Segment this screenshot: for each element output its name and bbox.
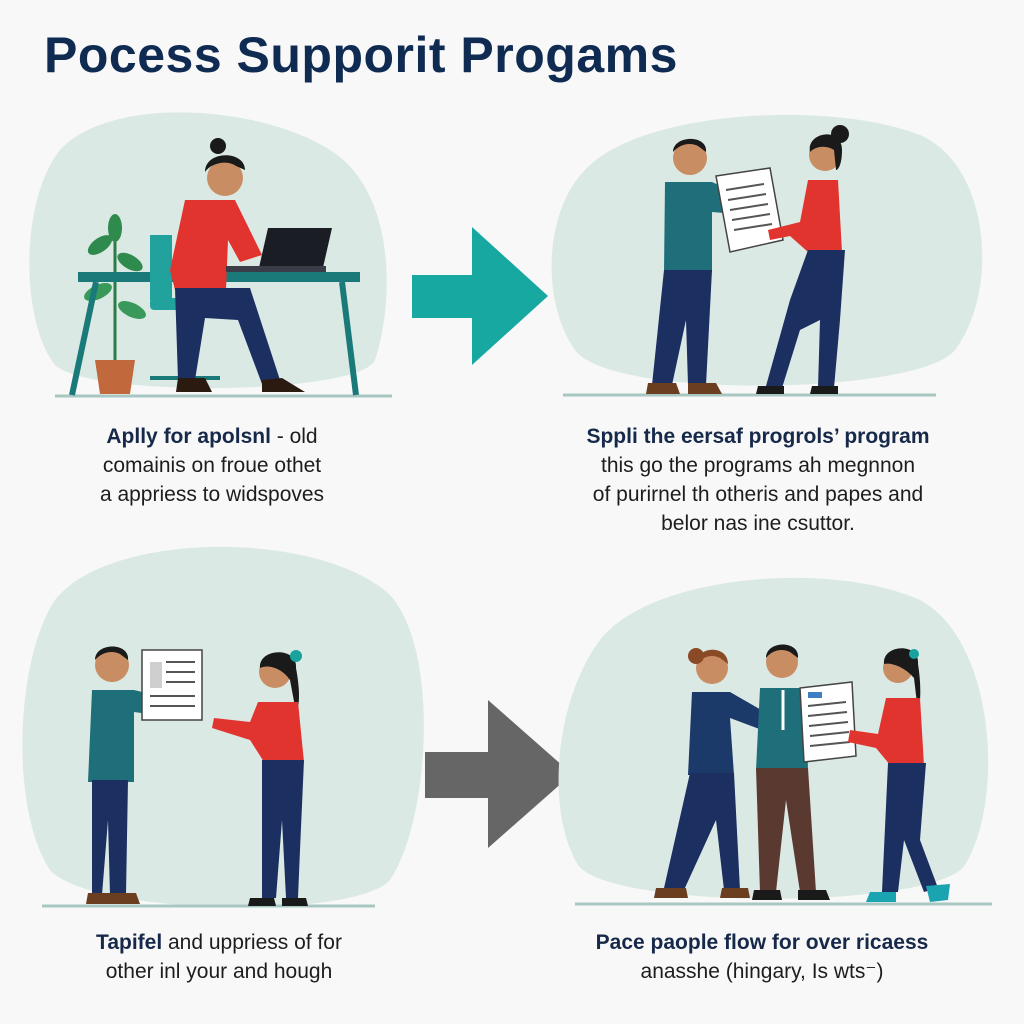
arrow-right-icon xyxy=(412,227,548,365)
step-4-caption: Pace paople flow for over ricaess anassh… xyxy=(572,928,952,986)
document-icon xyxy=(715,167,784,253)
step-4-caption-line-2: anasshe (hingary, Is wts⁻) xyxy=(640,960,884,983)
step-2-illustration xyxy=(551,114,983,397)
step-3-caption-line-2: other inl your and hough xyxy=(105,960,333,983)
step-2-caption-line-4: belor nas ine csuttor. xyxy=(661,512,855,535)
step-3-lead-rest: and uppriess of for xyxy=(162,931,342,954)
laptop-icon xyxy=(226,228,332,272)
background-blob xyxy=(551,114,983,386)
step-3-caption: Tapifel and uppriess of for other inl yo… xyxy=(54,928,384,986)
step-1-caption-line-2: comainis on froue othet xyxy=(102,454,322,477)
step-1-lead-rest: - old xyxy=(270,425,318,448)
step-2-caption: Sppli the eersaf progrols’ program this … xyxy=(548,422,968,538)
step-1-caption: Aplly for apolsnl - old comainis on frou… xyxy=(62,422,362,509)
step-1-lead: Aplly for apolsnl xyxy=(106,425,271,448)
step-4-lead: Pace paople flow for over ricaess xyxy=(595,931,929,954)
step-4-illustration xyxy=(558,577,992,906)
step-2-lead: Sppli the eersaf progrols’ program xyxy=(586,425,930,448)
arrow-right-icon xyxy=(425,700,572,848)
document-icon xyxy=(799,681,857,763)
step-2-caption-line-2: this go the programs ah megnnon xyxy=(600,454,916,477)
step-3-lead: Tapifel xyxy=(96,931,163,954)
step-1-illustration xyxy=(29,112,392,398)
step-1-caption-line-3: a appriess to widspoves xyxy=(99,483,325,506)
step-1-caption-line-1: Aplly for apolsnl - old xyxy=(62,422,362,451)
step-2-caption-line-3: of purirnel th otheris and papes and xyxy=(592,483,924,506)
step-3-caption-line-1: Tapifel and uppriess of for xyxy=(54,928,384,957)
document-icon xyxy=(141,649,203,721)
page-title: Pocess Supporit Progams xyxy=(44,27,678,83)
step-3-illustration xyxy=(22,546,424,908)
